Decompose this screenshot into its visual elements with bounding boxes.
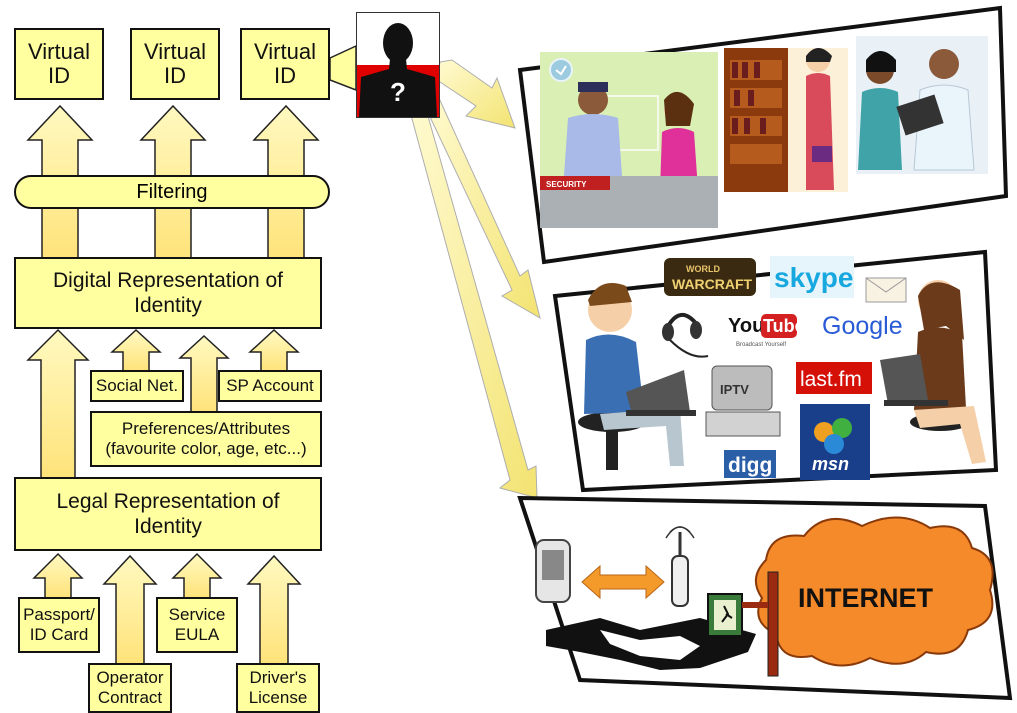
svg-text:IPTV: IPTV bbox=[720, 382, 749, 397]
security-desk-scene: SECURITY bbox=[540, 52, 718, 228]
passport-box: Passport/ ID Card bbox=[18, 597, 100, 653]
woman-with-laptop bbox=[880, 280, 986, 464]
preferences-label: Preferences/Attributes (favourite color,… bbox=[105, 419, 307, 458]
svg-text:Google: Google bbox=[822, 312, 903, 340]
legal-representation-label: Legal Representation of Identity bbox=[56, 490, 280, 538]
drivers-license-box: Driver's License bbox=[236, 663, 320, 713]
arrow-passport-to-legal bbox=[32, 552, 84, 599]
operator-contract-label: Operator Contract bbox=[96, 668, 164, 707]
internet-cloud: INTERNET bbox=[755, 516, 994, 667]
iptv-icon: IPTV bbox=[705, 365, 781, 437]
digital-representation-label: Digital Representation of Identity bbox=[53, 269, 283, 317]
preferences-box: Preferences/Attributes (favourite color,… bbox=[90, 411, 322, 467]
lastfm-logo: last.fm bbox=[796, 362, 872, 394]
internet-label: INTERNET bbox=[798, 583, 934, 613]
svg-text:digg: digg bbox=[728, 454, 772, 477]
man-with-laptop bbox=[578, 283, 696, 470]
svg-text:last.fm: last.fm bbox=[800, 368, 862, 391]
skype-logo: skype bbox=[770, 256, 854, 298]
pda-device-icon bbox=[535, 539, 571, 603]
filtering-bar: Filtering bbox=[14, 175, 330, 209]
digital-representation-box: Digital Representation of Identity bbox=[14, 257, 322, 329]
svg-text:Tube: Tube bbox=[763, 316, 805, 336]
person-silhouette-icon bbox=[357, 23, 439, 117]
social-net-label: Social Net. bbox=[95, 376, 179, 395]
doctor-scene bbox=[856, 36, 988, 174]
virtual-id-label: Virtual ID bbox=[28, 39, 90, 88]
virtual-id-label: Virtual ID bbox=[254, 39, 316, 88]
digg-logo: digg bbox=[724, 450, 776, 478]
arrow-sp-to-digital bbox=[248, 328, 300, 373]
msn-logo: msn bbox=[800, 404, 870, 480]
double-arrow-icon bbox=[581, 564, 665, 600]
sp-account-box: SP Account bbox=[218, 370, 322, 402]
passport-label: Passport/ ID Card bbox=[23, 605, 95, 644]
mail-envelope-icon bbox=[865, 277, 907, 303]
arrow-social-to-digital bbox=[110, 328, 162, 373]
warcraft-logo: WORLD WARCRAFT bbox=[664, 258, 756, 296]
svg-text:WORLD: WORLD bbox=[686, 264, 720, 274]
virtual-id-box: Virtual ID bbox=[130, 28, 220, 100]
svg-text:WARCRAFT: WARCRAFT bbox=[672, 276, 753, 292]
library-scene bbox=[724, 48, 848, 192]
virtual-id-box: Virtual ID bbox=[240, 28, 330, 100]
arrow-persona-to-realworld bbox=[436, 59, 516, 129]
virtual-id-label: Virtual ID bbox=[144, 39, 206, 88]
arrow-driver-to-legal bbox=[246, 554, 302, 665]
youtube-logo: You Tube Broadcast Yourself bbox=[728, 314, 805, 348]
virtual-id-box: Virtual ID bbox=[14, 28, 104, 100]
arrow-legal-to-digital bbox=[26, 328, 90, 479]
legal-representation-box: Legal Representation of Identity bbox=[14, 477, 322, 551]
service-eula-box: Service EULA bbox=[156, 597, 238, 653]
arrow-service-to-legal bbox=[171, 552, 223, 599]
arrow-persona-to-internet bbox=[407, 101, 538, 499]
antenna-icon bbox=[665, 526, 695, 607]
service-eula-label: Service EULA bbox=[168, 605, 226, 644]
svg-text:skype: skype bbox=[774, 262, 853, 293]
drivers-license-label: Driver's License bbox=[248, 668, 308, 707]
svg-text:You: You bbox=[728, 315, 764, 337]
handshake-icon bbox=[546, 618, 756, 670]
arrow-prefs-to-digital bbox=[178, 334, 230, 413]
sp-account-label: SP Account bbox=[226, 376, 314, 395]
svg-text:Broadcast Yourself: Broadcast Yourself bbox=[736, 342, 786, 348]
filtering-label: Filtering bbox=[136, 180, 208, 203]
persona-avatar: ? bbox=[356, 12, 440, 118]
google-logo: Google bbox=[822, 312, 903, 340]
operator-contract-box: Operator Contract bbox=[88, 663, 172, 713]
social-net-box: Social Net. bbox=[90, 370, 184, 402]
gateway-door-icon bbox=[707, 571, 779, 677]
headset-icon bbox=[662, 313, 709, 358]
svg-text:msn: msn bbox=[812, 454, 849, 474]
arrow-persona-to-online bbox=[421, 95, 541, 320]
arrow-operator-to-legal bbox=[102, 554, 158, 665]
persona-question-mark: ? bbox=[390, 77, 406, 107]
security-sign: SECURITY bbox=[546, 180, 587, 189]
